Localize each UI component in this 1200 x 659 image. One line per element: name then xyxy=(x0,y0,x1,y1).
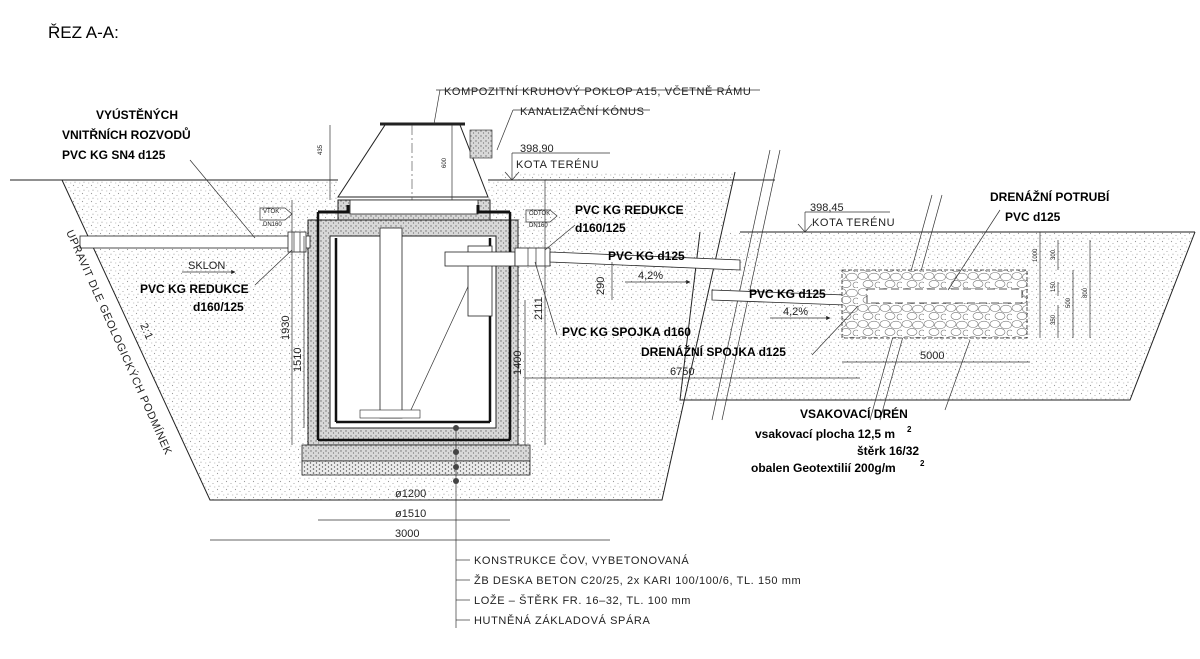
inlet-pipe xyxy=(79,235,311,249)
dim-800: 800 xyxy=(1083,287,1089,298)
odtok-dn: DN160 xyxy=(529,223,548,229)
outlet-internal-line-2: VNITŘNÍCH ROZVODŮ xyxy=(62,126,191,142)
legend-dot-1 xyxy=(453,425,459,431)
leader-coupling xyxy=(534,261,558,336)
dim-435: 435 xyxy=(318,144,324,155)
soak-geotextile-sup: 2 xyxy=(920,459,925,468)
legend-dot-3 xyxy=(453,464,459,470)
dim-6750: 6750 xyxy=(670,366,694,378)
dim-2111: 2111 xyxy=(533,297,545,320)
level-tick-right-2 xyxy=(804,223,813,233)
slope-label-1: 4,2% xyxy=(638,270,663,282)
leader-reducer-left xyxy=(254,249,293,286)
pvc-kg-label-1: PVC KG d125 xyxy=(608,249,685,263)
dim-290: 290 xyxy=(595,277,607,295)
legend-item-1: KONSTRUKCE ČOV, VYBETONOVANÁ xyxy=(474,554,689,567)
legend-item-3: LOŽE – ŠTĚRK FR. 16–32, TL. 100 mm xyxy=(474,594,691,607)
soak-area: vsakovací plocha 12,5 m xyxy=(755,427,895,441)
reducer-right-line-1: PVC KG REDUKCE xyxy=(575,203,684,217)
dim-1930: 1930 xyxy=(280,316,292,340)
dim-600: 600 xyxy=(442,157,448,168)
level-tick-left xyxy=(504,171,513,181)
inlet-reducer xyxy=(287,231,307,253)
slope-label-2: 4,2% xyxy=(783,306,808,318)
tank-top-opening xyxy=(349,199,479,215)
legend-item-2: ŽB DESKA BETON C20/25, 2x KARI 100/100/6… xyxy=(474,574,801,587)
vtok-label: VTOK xyxy=(263,209,279,215)
reducer-left-line-1: PVC KG REDUKCE xyxy=(140,282,249,296)
level-tick-left-2 xyxy=(511,171,520,181)
odtok-label: ODTOK xyxy=(529,211,550,217)
foundation-slab xyxy=(301,444,531,462)
cover-label: KOMPOZITNÍ KRUHOVÝ POKLOP A15, VČETNĚ RÁ… xyxy=(444,85,751,98)
pvc-kg-label-2: PVC KG d125 xyxy=(749,287,826,301)
inner-tube xyxy=(379,227,403,419)
odtok-tag xyxy=(525,209,558,223)
dim-1200: ø1200 xyxy=(395,488,426,500)
coupling-label: PVC KG SPOJKA d160 xyxy=(562,325,691,339)
dim-1510: 1510 xyxy=(292,348,304,372)
dim-1400: 1400 xyxy=(512,351,524,375)
terrain-label-left: KOTA TERÉNU xyxy=(516,158,599,171)
level-tick-right xyxy=(797,223,806,233)
bottom-plate xyxy=(359,409,421,419)
sklon-label: SKLON xyxy=(188,260,225,272)
terrain-level-right: 398,45 xyxy=(810,202,844,214)
terrain-level-left: 398,90 xyxy=(520,143,554,155)
soakaway-trench xyxy=(841,269,1028,339)
reducer-right-line-2: d160/125 xyxy=(575,221,626,235)
dim-1510w: ø1510 xyxy=(395,508,426,520)
outlet-pipe-inner xyxy=(444,251,516,267)
vtok-tag xyxy=(259,207,293,221)
reducer-left-line-2: d160/125 xyxy=(193,300,244,314)
legend-item-4: HUTNĚNÁ ZÁKLADOVÁ SPÁRA xyxy=(474,614,650,627)
dim-3000: 3000 xyxy=(395,528,419,540)
perforated-drain-pipe xyxy=(866,288,1023,304)
cone-label: KANALIZAČNÍ KÓNUS xyxy=(520,105,645,118)
leader-outlet-internal xyxy=(189,159,256,239)
dim-5000: 5000 xyxy=(920,350,944,362)
dim-350: 350 xyxy=(1051,314,1057,325)
drain-pipe-line-1: DRENÁŽNÍ POTRUBÍ xyxy=(990,189,1110,204)
section-title: ŘEZ A-A: xyxy=(48,23,119,42)
cone-cover-area xyxy=(338,125,488,200)
soak-gravel: štěrk 16/32 xyxy=(857,444,919,458)
leader-reducer-right xyxy=(544,224,576,251)
inner-baffle xyxy=(409,277,473,413)
gravel-bed xyxy=(301,460,531,476)
leader-drain-pipe xyxy=(947,209,1001,291)
leader-soakaway xyxy=(944,339,971,411)
terrain-label-right: KOTA TERÉNU xyxy=(812,216,895,229)
soak-title: VSAKOVACÍ DRÉN xyxy=(800,406,908,421)
frame-detail xyxy=(469,129,493,159)
legend-dot-2 xyxy=(453,449,459,455)
drain-coupling-label: DRENÁŽNÍ SPOJKA d125 xyxy=(641,344,786,359)
dim-1000: 1000 xyxy=(1033,248,1039,262)
dim-500: 500 xyxy=(1066,297,1072,308)
soak-area-sup: 2 xyxy=(907,425,912,434)
excavation-outline-right xyxy=(679,231,1196,401)
break-line-2 xyxy=(711,149,771,421)
legend-dot-4 xyxy=(453,478,459,484)
outlet-internal-line-1: VYÚSTĚNÝCH xyxy=(96,107,178,122)
outlet-pipe xyxy=(549,251,741,271)
soak-geotextile: obalen Geotextilií 200g/m xyxy=(751,461,896,475)
dim-300: 300 xyxy=(1051,249,1057,260)
top-seals xyxy=(318,205,510,214)
leader-cone xyxy=(496,109,514,151)
leader-cover xyxy=(433,89,441,125)
leader-drain-coupling xyxy=(811,305,859,356)
vtok-dn: DN160 xyxy=(263,222,282,228)
dim-150: 150 xyxy=(1051,281,1057,292)
outlet-internal-line-3: PVC KG SN4 d125 xyxy=(62,148,166,162)
drain-pipe-line-2: PVC d125 xyxy=(1005,210,1061,224)
break-line-1 xyxy=(721,149,781,421)
